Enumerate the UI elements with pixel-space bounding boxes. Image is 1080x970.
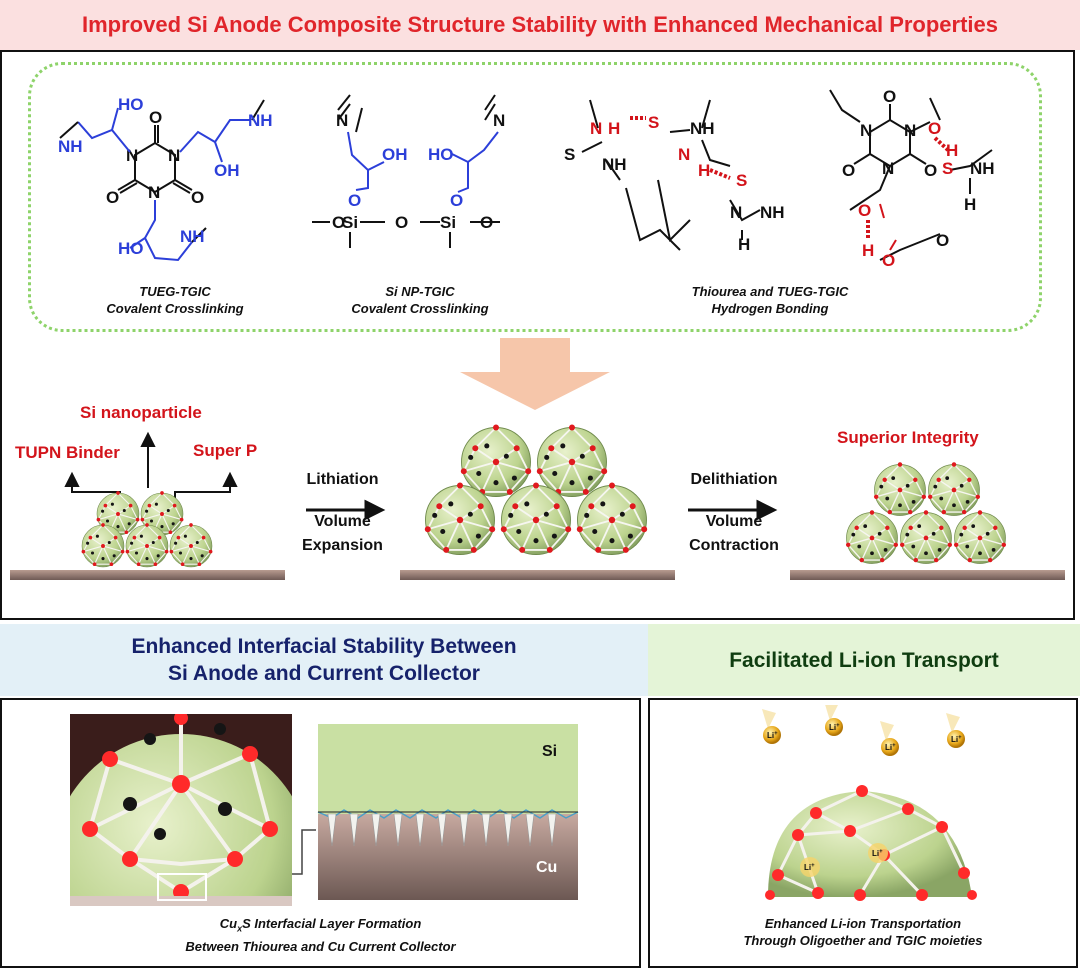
- atom-n: N: [904, 121, 916, 140]
- main-title: Improved Si Anode Composite Structure St…: [81, 12, 999, 37]
- atom-n: N: [493, 111, 505, 130]
- zoom-box: [157, 873, 207, 901]
- atom-nh: NH: [760, 203, 785, 222]
- atom-o: O: [450, 191, 463, 210]
- particle-closeup-image: [70, 714, 292, 906]
- structure-si-np-tgic: N N OH HO O O O Si O Si O: [312, 94, 505, 248]
- label-tupn-binder: TUPN Binder: [15, 443, 120, 462]
- particle-cluster-initial: [81, 490, 213, 568]
- top-panel: [0, 50, 1075, 620]
- atom-o: O: [480, 213, 493, 232]
- atom-o: O: [348, 191, 361, 210]
- atom-o: O: [924, 161, 937, 180]
- svg-text:Li+: Li+: [804, 863, 815, 872]
- atom-n: N: [590, 119, 602, 138]
- callout-arrows: [64, 431, 238, 502]
- label-si-nanoparticle: Si nanoparticle: [80, 403, 202, 422]
- li-transport-title: Facilitated Li-ion Transport: [729, 648, 999, 672]
- atom-h: H: [698, 161, 710, 180]
- atom-h: H: [964, 195, 976, 214]
- interfacial-stability-title-2: Si Anode and Current Collector: [168, 662, 480, 685]
- atom-nh: NH: [58, 137, 83, 156]
- current-collector-plate-3: [790, 570, 1065, 580]
- lithiation-arrow-icon: [364, 499, 386, 521]
- atom-o: O: [842, 161, 855, 180]
- atom-oh: OH: [214, 161, 240, 180]
- atom-ho: HO: [428, 145, 454, 164]
- caption-li-transport: Enhanced Li-ion Transportation Through O…: [743, 916, 983, 948]
- atom-n: N: [730, 203, 742, 222]
- atom-s: S: [942, 159, 953, 178]
- atom-o: O: [928, 119, 941, 138]
- svg-text:Li+: Li+: [829, 723, 840, 732]
- atom-n: N: [678, 145, 690, 164]
- atom-s: S: [648, 113, 659, 132]
- li-transport-illustration: Li+ Li+ Li+ Li+ Li+: [762, 705, 977, 901]
- particle-cluster-delithiated: [845, 461, 1007, 565]
- atom-o: O: [332, 213, 345, 232]
- atom-n: N: [148, 183, 160, 202]
- caption-hydrogen-bonding: Thiourea and TUEG-TGIC Hydrogen Bonding: [691, 284, 849, 316]
- process-diagram: [10, 423, 1065, 580]
- label-cu: Cu: [536, 859, 557, 876]
- atom-o: O: [395, 213, 408, 232]
- svg-text:Li+: Li+: [951, 735, 962, 744]
- atom-nh: NH: [690, 119, 715, 138]
- current-collector-plate-2: [400, 570, 675, 580]
- particle-cluster-lithiated: [423, 423, 649, 556]
- atom-nh: NH: [180, 227, 205, 246]
- atom-nh: NH: [248, 111, 273, 130]
- chemical-structures: O O O N N N HO NH OH NH HO NH: [58, 87, 995, 270]
- atom-o: O: [936, 231, 949, 250]
- atom-h: H: [608, 119, 620, 138]
- atom-h: H: [946, 141, 958, 160]
- atom-o: O: [858, 201, 871, 220]
- current-collector-plate-1: [10, 570, 285, 580]
- atom-ho: HO: [118, 239, 144, 258]
- atom-n: N: [860, 121, 872, 140]
- interfacial-panel: [0, 698, 641, 968]
- atom-n: N: [882, 159, 894, 178]
- atom-nh: NH: [602, 155, 627, 174]
- structure-tueg-tgic: O O O N N N HO NH OH NH HO NH: [58, 95, 273, 262]
- atom-o: O: [882, 251, 895, 270]
- atom-h: H: [738, 235, 750, 254]
- atom-ho: HO: [118, 95, 144, 114]
- svg-text:Li+: Li+: [767, 731, 778, 740]
- svg-text:Li+: Li+: [885, 743, 896, 752]
- li-transport-panel: [648, 698, 1078, 968]
- atom-o: O: [191, 188, 204, 207]
- down-arrow-icon: [460, 338, 610, 410]
- atom-nh: NH: [970, 159, 995, 178]
- atom-si: Si: [440, 213, 456, 232]
- atom-oh: OH: [382, 145, 408, 164]
- delithiation-arrow-icon: [756, 499, 778, 521]
- atom-o: O: [106, 188, 119, 207]
- interfacial-stability-banner: Enhanced Interfacial Stability Between S…: [0, 624, 648, 696]
- label-super-p: Super P: [193, 441, 258, 460]
- chemistry-dotted-frame: [28, 62, 1042, 332]
- atom-o: O: [883, 87, 896, 106]
- atom-s: S: [736, 171, 747, 190]
- atom-h: H: [862, 241, 874, 260]
- interfacial-stability-title-1: Enhanced Interfacial Stability Between: [131, 635, 517, 658]
- atom-o: O: [149, 108, 162, 127]
- li-ion-icons: Li+ Li+ Li+ Li+: [762, 705, 965, 756]
- caption-si-np-tgic: Si NP-TGIC Covalent Crosslinking: [351, 284, 489, 316]
- atom-n: N: [336, 111, 348, 130]
- atom-s: S: [564, 145, 575, 164]
- label-si: Si: [542, 743, 557, 760]
- svg-text:Li+: Li+: [872, 849, 883, 858]
- atom-si: Si: [342, 213, 358, 232]
- lithiation-label: Lithiation Volume Expansion: [302, 471, 383, 554]
- li-transport-banner: Facilitated Li-ion Transport: [648, 624, 1080, 696]
- atom-n: N: [168, 146, 180, 165]
- structure-hydrogen-bonding: N H S NH S NH N H S N H NH N N N O O O O…: [564, 87, 995, 270]
- caption-tueg-tgic: TUEG-TGIC Covalent Crosslinking: [106, 284, 244, 316]
- delithiation-label: Delithiation Volume Contraction: [689, 471, 779, 554]
- label-superior-integrity: Superior Integrity: [837, 428, 979, 447]
- caption-interfacial-layer: CuxS Interfacial Layer Formation Between…: [185, 916, 456, 954]
- main-title-banner: Improved Si Anode Composite Structure St…: [0, 0, 1080, 50]
- interface-zoom-image: Si Cu: [292, 724, 579, 900]
